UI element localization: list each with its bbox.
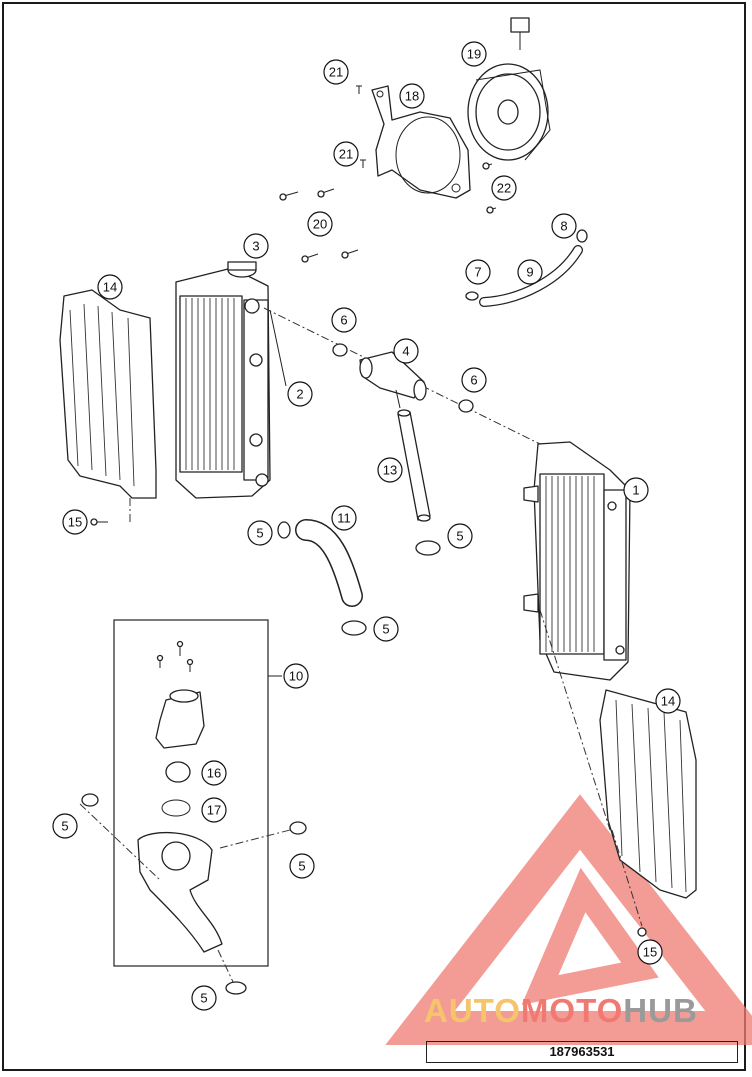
svg-text:5: 5 bbox=[382, 622, 389, 637]
callout-17: 17 bbox=[201, 797, 227, 823]
svg-text:5: 5 bbox=[200, 991, 207, 1006]
svg-text:8: 8 bbox=[560, 219, 567, 234]
screws bbox=[90, 85, 647, 937]
svg-text:20: 20 bbox=[313, 217, 327, 232]
callout-2: 2 bbox=[287, 381, 313, 407]
callout-9: 9 bbox=[517, 259, 543, 285]
document-number: 187963531 bbox=[426, 1041, 738, 1063]
svg-text:11: 11 bbox=[337, 511, 351, 526]
radiator-hose bbox=[277, 519, 441, 636]
callout-15-right: 15 bbox=[637, 939, 663, 965]
callout-19: 19 bbox=[461, 41, 487, 67]
callout-18: 18 bbox=[399, 83, 425, 109]
svg-text:3: 3 bbox=[252, 239, 259, 254]
callout-6-right: 6 bbox=[461, 367, 487, 393]
svg-text:4: 4 bbox=[402, 344, 409, 359]
svg-text:15: 15 bbox=[643, 945, 657, 960]
svg-text:21: 21 bbox=[339, 147, 353, 162]
callout-3: 3 bbox=[243, 233, 269, 259]
water-pump-assembly-box bbox=[79, 619, 307, 995]
overflow-hose bbox=[465, 229, 588, 307]
callout-21-top: 21 bbox=[323, 59, 349, 85]
watermark-wordmark: AUTOMOTOHUB bbox=[424, 992, 698, 1032]
callout-4: 4 bbox=[393, 338, 419, 364]
callout-5-hose-top: 5 bbox=[247, 520, 273, 546]
svg-text:10: 10 bbox=[289, 669, 303, 684]
svg-text:5: 5 bbox=[61, 819, 68, 834]
callout-6-left: 6 bbox=[331, 307, 357, 333]
svg-text:21: 21 bbox=[329, 65, 343, 80]
svg-text:5: 5 bbox=[298, 859, 305, 874]
svg-text:18: 18 bbox=[405, 89, 419, 104]
watermark-triangle bbox=[385, 794, 752, 1045]
watermark-word-moto: MOTO bbox=[520, 992, 624, 1029]
svg-text:5: 5 bbox=[456, 529, 463, 544]
callout-8: 8 bbox=[551, 213, 577, 239]
callout-14-left: 14 bbox=[97, 274, 123, 300]
callout-14-right: 14 bbox=[655, 688, 681, 714]
svg-text:22: 22 bbox=[497, 181, 511, 196]
svg-text:19: 19 bbox=[467, 47, 481, 62]
callout-5-pump-bottom: 5 bbox=[191, 985, 217, 1011]
radiator-cap bbox=[227, 261, 257, 278]
left-radiator-guard bbox=[59, 289, 157, 524]
callout-16: 16 bbox=[201, 760, 227, 786]
svg-text:2: 2 bbox=[296, 387, 303, 402]
callout-22: 22 bbox=[491, 175, 517, 201]
svg-text:9: 9 bbox=[526, 265, 533, 280]
svg-text:14: 14 bbox=[103, 280, 117, 295]
cooling-fan bbox=[467, 17, 551, 161]
assembly-axis-line bbox=[263, 307, 541, 445]
watermark-word-hub: HUB bbox=[623, 992, 698, 1029]
svg-text:5: 5 bbox=[256, 526, 263, 541]
callout-5-pump-right: 5 bbox=[289, 853, 315, 879]
svg-text:1: 1 bbox=[632, 483, 639, 498]
callout-7: 7 bbox=[465, 259, 491, 285]
callout-20: 20 bbox=[307, 211, 333, 237]
svg-text:15: 15 bbox=[68, 515, 82, 530]
callout-13: 13 bbox=[377, 457, 403, 483]
callout-21-middle: 21 bbox=[333, 141, 359, 167]
left-radiator bbox=[175, 267, 287, 499]
callout-5-pipe: 5 bbox=[447, 523, 473, 549]
svg-text:7: 7 bbox=[474, 265, 481, 280]
right-radiator bbox=[523, 441, 631, 831]
right-radiator-guard bbox=[599, 689, 697, 927]
svg-text:6: 6 bbox=[340, 313, 347, 328]
callout-5-pump-left: 5 bbox=[52, 813, 78, 839]
connecting-pipe bbox=[397, 409, 431, 522]
watermark-word-auto: AUTO bbox=[424, 992, 521, 1029]
fan-bracket bbox=[371, 85, 471, 199]
callout-5-hose-bottom: 5 bbox=[373, 616, 399, 642]
callout-10: 10 bbox=[283, 663, 309, 689]
svg-text:14: 14 bbox=[661, 694, 675, 709]
callout-15-left: 15 bbox=[62, 509, 88, 535]
thermostat-housing bbox=[332, 343, 474, 413]
svg-text:16: 16 bbox=[207, 766, 221, 781]
svg-text:17: 17 bbox=[207, 803, 221, 818]
svg-text:13: 13 bbox=[383, 463, 397, 478]
svg-text:6: 6 bbox=[470, 373, 477, 388]
callout-1: 1 bbox=[623, 477, 649, 503]
callout-11: 11 bbox=[331, 505, 357, 531]
